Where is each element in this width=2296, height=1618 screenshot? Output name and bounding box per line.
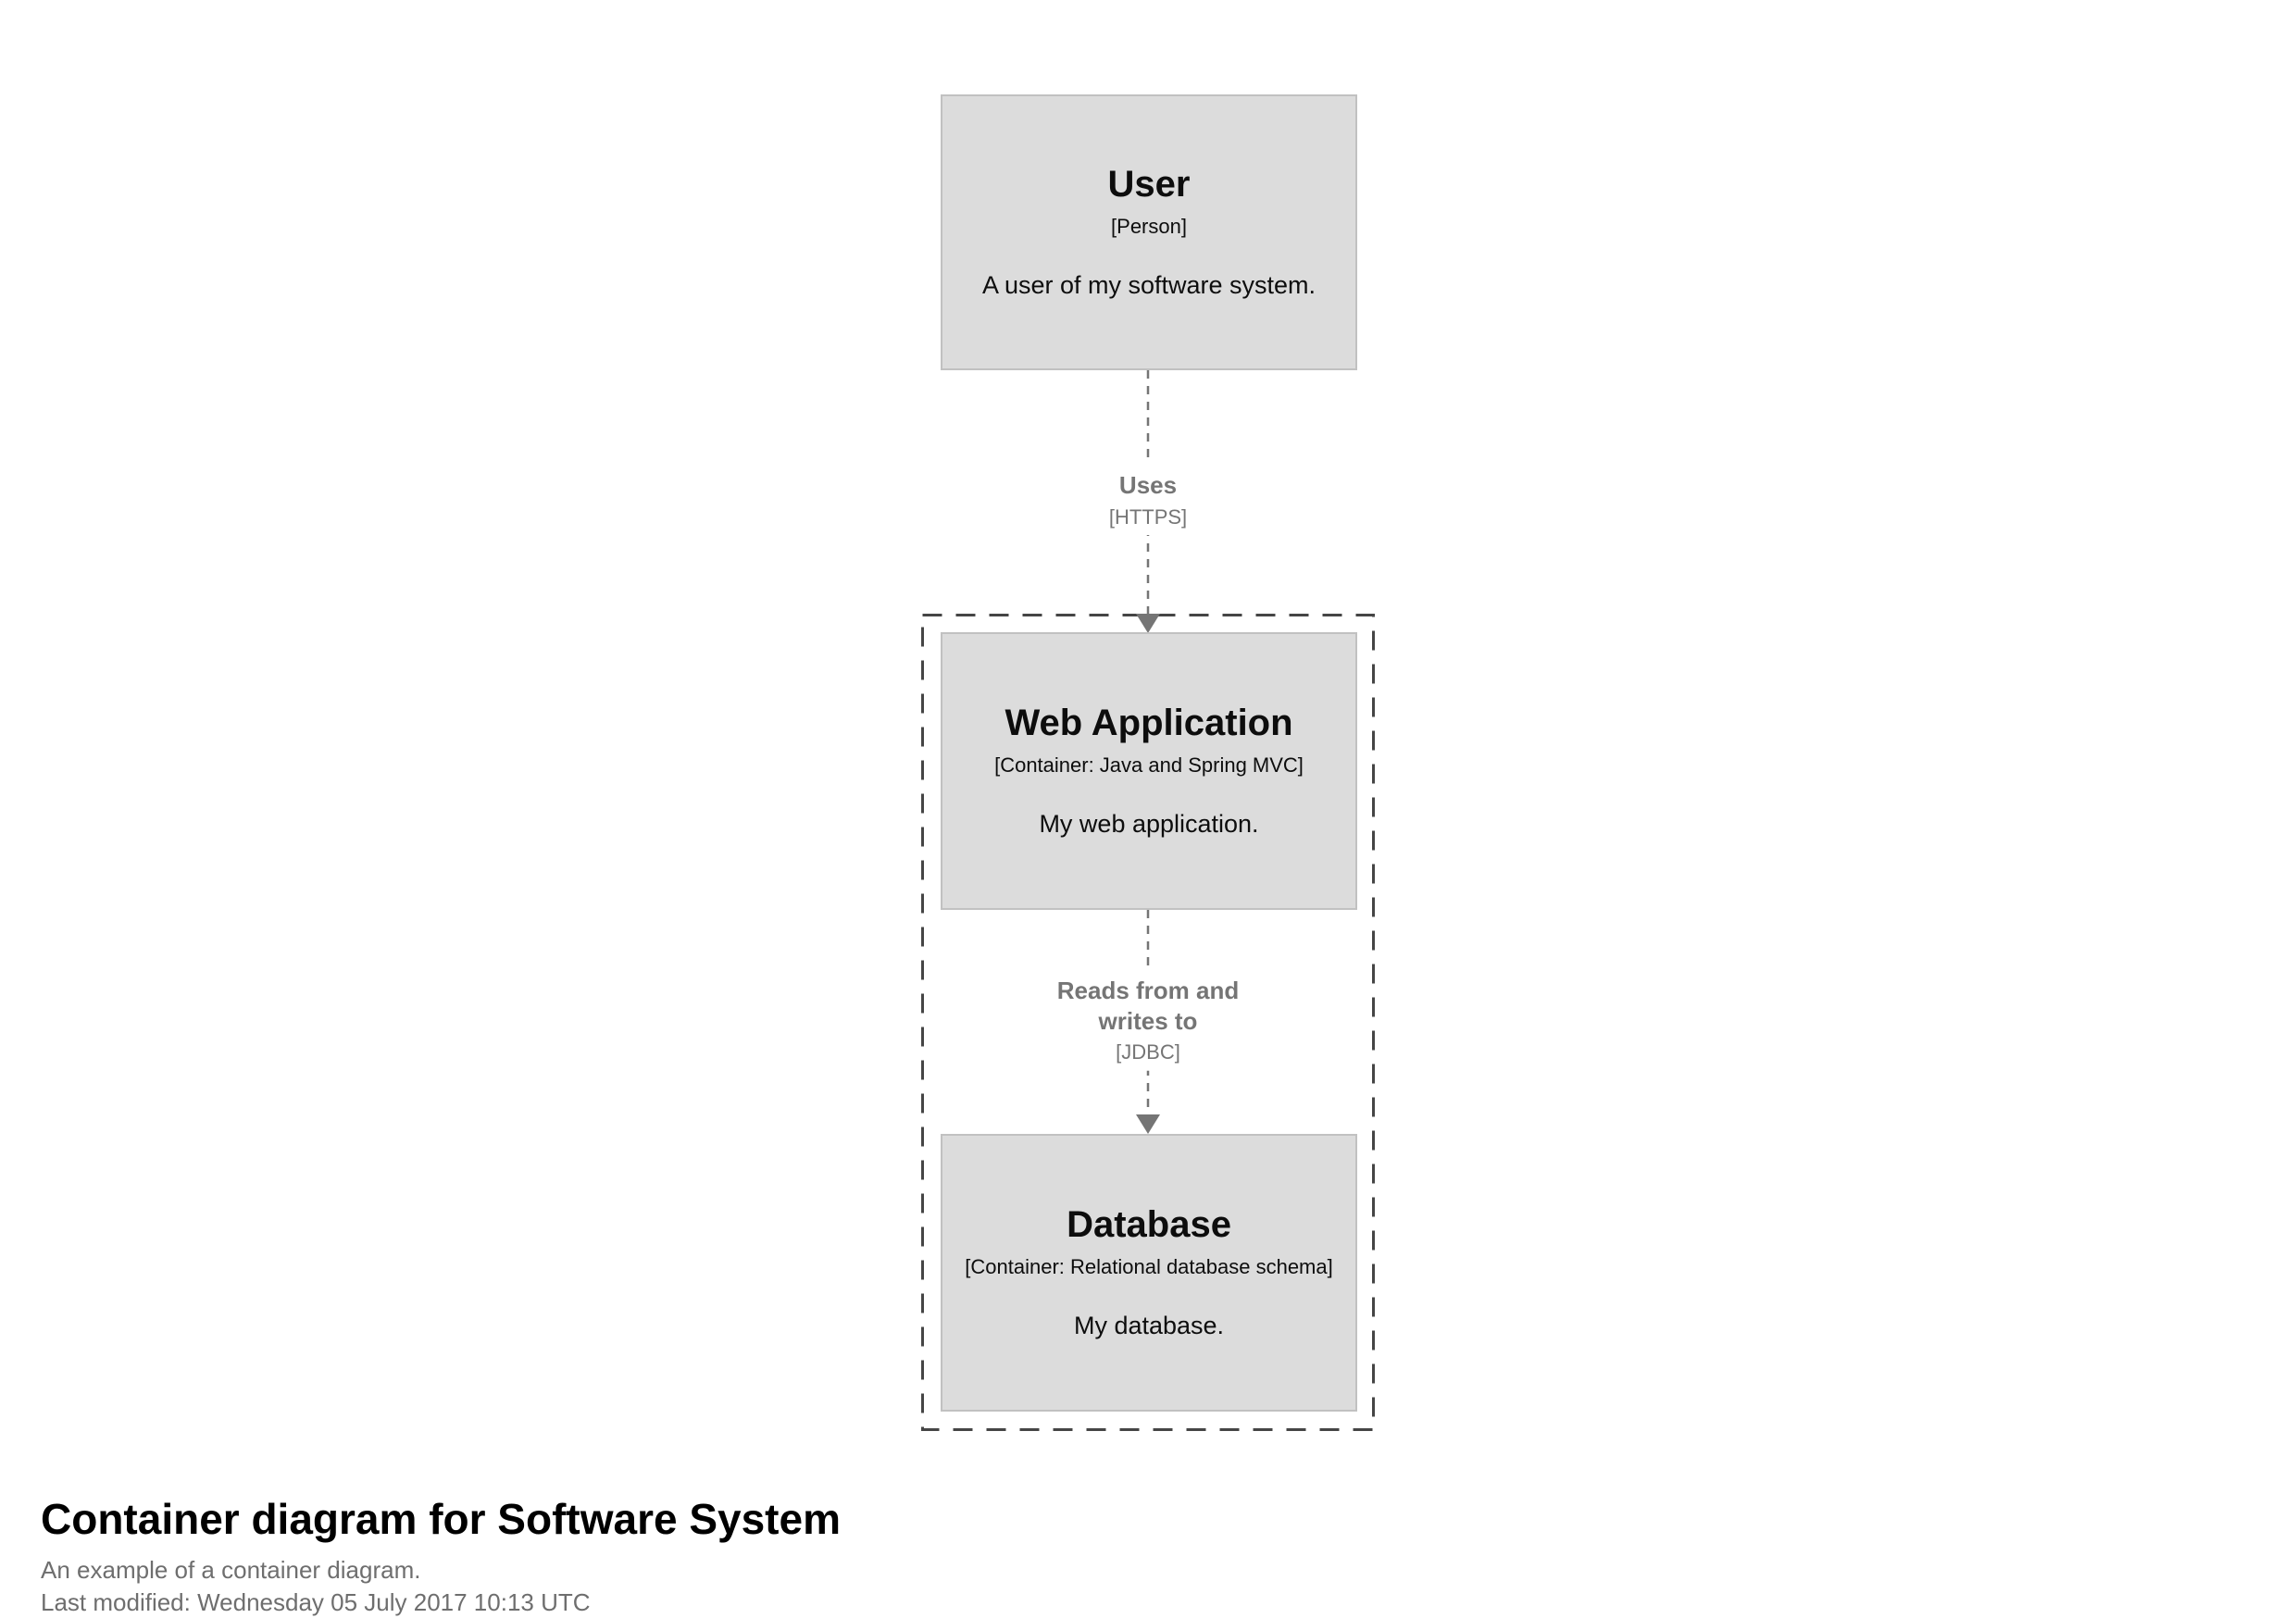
relationship-label-user-to-web: Uses [HTTPS] [1097, 465, 1199, 535]
diagram-description: An example of a container diagram. [41, 1555, 421, 1584]
node-database-meta: [Container: Relational database schema] [965, 1255, 1333, 1279]
diagram-metadata: Container diagram for Software System An… [41, 1496, 841, 1618]
node-web-application-name: Web Application [1004, 703, 1293, 744]
node-web-application: Web Application [Container: Java and Spr… [941, 632, 1357, 910]
node-database-description: My database. [1073, 1311, 1225, 1339]
node-web-application-meta: [Container: Java and Spring MVC] [994, 753, 1304, 778]
node-database-name: Database [1067, 1204, 1231, 1246]
relationship-name: Uses [1118, 471, 1178, 499]
diagram-last-modified: Last modified: Wednesday 05 July 2017 10… [41, 1587, 591, 1616]
node-user: User [Person] A user of my software syst… [941, 94, 1357, 370]
relationship-technology: [HTTPS] [1108, 504, 1188, 529]
relationship-arrowhead-web-to-db [1136, 1114, 1160, 1134]
relationship-label-web-to-db: Reads from and writes to [JDBC] [1028, 969, 1268, 1071]
relationship-technology: [JDBC] [1116, 1039, 1180, 1064]
relationship-name: Reads from and writes to [1056, 976, 1240, 1035]
node-user-description: A user of my software system. [981, 270, 1316, 299]
node-database: Database [Container: Relational database… [941, 1134, 1357, 1412]
diagram-title: Container diagram for Software System [41, 1495, 841, 1543]
node-web-application-description: My web application. [1039, 809, 1259, 838]
relationship-arrowhead-user-to-web [1136, 614, 1160, 633]
node-user-meta: [Person] [1111, 215, 1187, 239]
node-user-name: User [1107, 164, 1191, 205]
